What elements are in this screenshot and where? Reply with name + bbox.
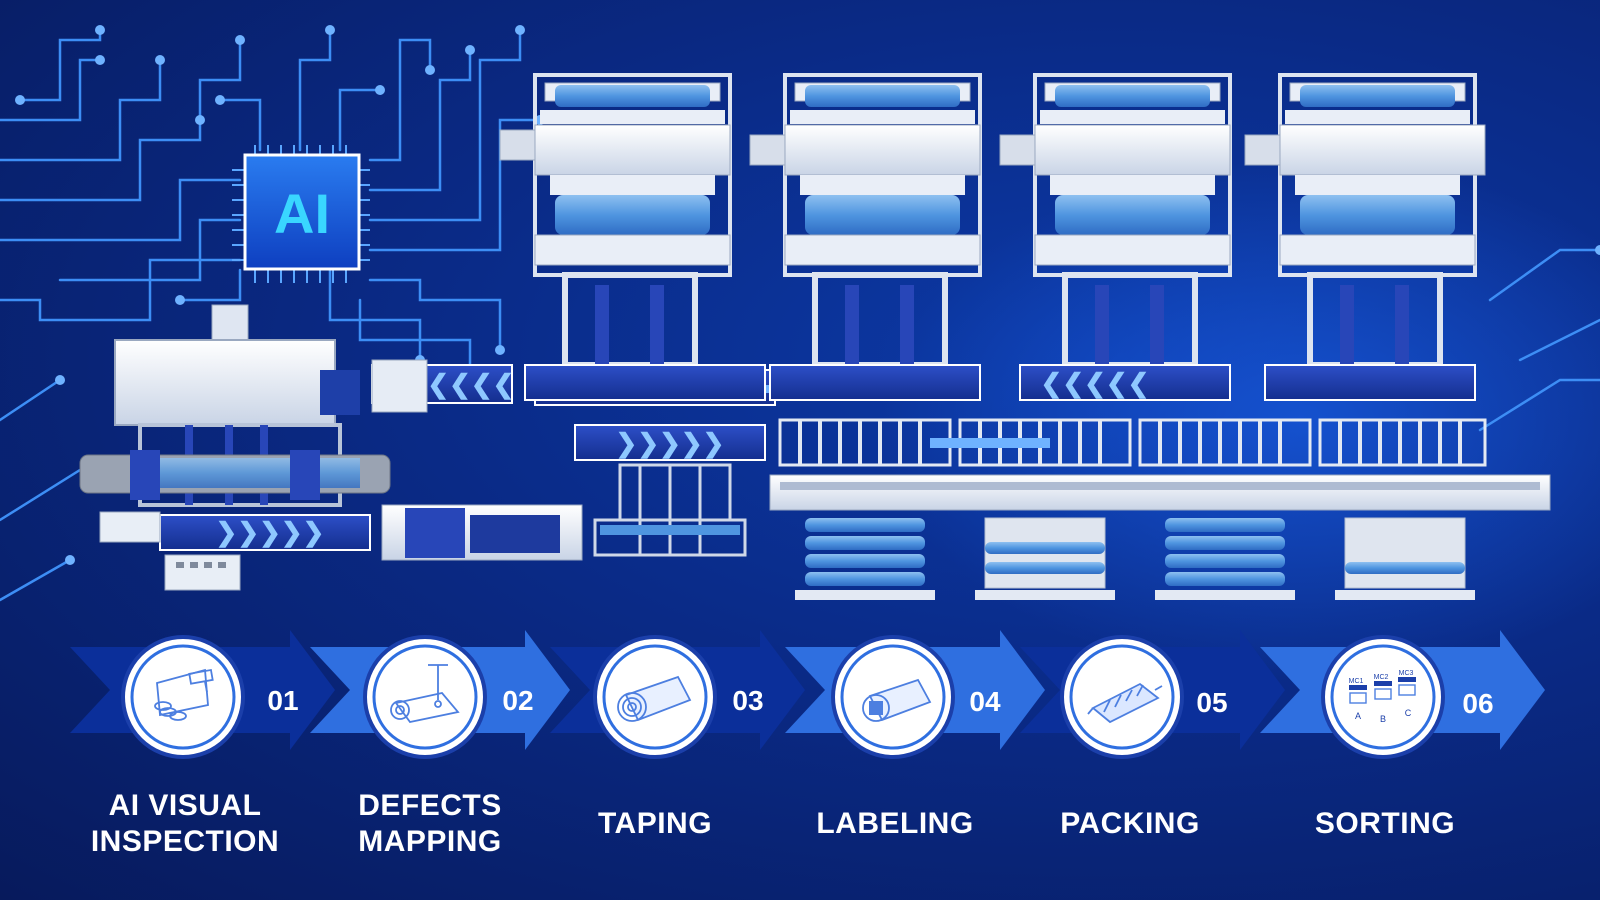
step-label-line: TAPING <box>597 807 713 840</box>
step-label-line: DEFECTS <box>358 789 502 822</box>
step-label-line: INSPECTION <box>90 825 280 858</box>
ai-chip: AI <box>232 145 370 283</box>
ai-inspection-machine: ❯❯❯❯❯ <box>79 304 391 591</box>
taping-roll-icon <box>617 675 692 722</box>
sorting-mc1-label: MC1 <box>1349 678 1364 685</box>
svg-text:❮❮❮❮❮: ❮❮❮❮❮ <box>1041 368 1150 399</box>
step-label-labeling: LABELING <box>790 806 1000 842</box>
packing-icon <box>1087 682 1163 724</box>
labeling-roll-icon <box>862 678 932 722</box>
step-number-03: 03 <box>732 685 763 716</box>
sorting-b-label: B <box>1380 714 1386 724</box>
sorting-a-label: A <box>1355 711 1361 721</box>
step-label-defects-mapping: DEFECTS MAPPING <box>320 788 540 860</box>
winding-machines: ❮❮❮❮❮ <box>499 73 1486 401</box>
step-number-06: 06 <box>1462 688 1493 719</box>
sorting-mc3-label: MC3 <box>1399 670 1414 677</box>
svg-text:❯❯❯❯❯: ❯❯❯❯❯ <box>616 428 725 459</box>
winding-machine-3: ❮❮❮❮❮ <box>999 73 1232 401</box>
step-label-line: SORTING <box>1314 807 1456 840</box>
step-number-02: 02 <box>502 685 533 716</box>
step-label-packing: PACKING <box>1030 806 1230 842</box>
step-label-ai-visual-inspection: AI VISUAL INSPECTION <box>70 788 300 860</box>
step-number-05: 05 <box>1196 687 1227 718</box>
step-label-line: MAPPING <box>358 825 502 858</box>
ai-inspection-icon <box>154 668 214 721</box>
ai-chip-label: AI <box>274 182 330 245</box>
roll-stacks <box>795 517 1475 600</box>
circuit-nodes <box>15 25 1600 565</box>
step-number-01: 01 <box>267 685 298 716</box>
sorting-mc2-label: MC2 <box>1374 674 1389 681</box>
step-label-taping: TAPING <box>560 806 750 842</box>
step-label-line: LABELING <box>816 807 974 840</box>
winding-machine-1 <box>499 73 766 401</box>
step-label-sorting: SORTING <box>1280 806 1490 842</box>
sorting-c-label: C <box>1405 708 1412 718</box>
step-label-line: AI VISUAL <box>108 789 262 822</box>
sorting-icon: MC1 MC2 MC3 A B C <box>1349 670 1416 724</box>
step-number-04: 04 <box>969 686 1001 717</box>
winding-machine-4 <box>1244 73 1486 401</box>
winding-machine-2 <box>749 73 982 401</box>
defects-mapping-icon <box>390 664 460 723</box>
roller-conveyors <box>769 418 1551 511</box>
step-label-line: PACKING <box>1060 807 1200 840</box>
svg-text:❯❯❯❯❯: ❯❯❯❯❯ <box>216 517 325 548</box>
circuit-lines <box>0 28 1600 602</box>
